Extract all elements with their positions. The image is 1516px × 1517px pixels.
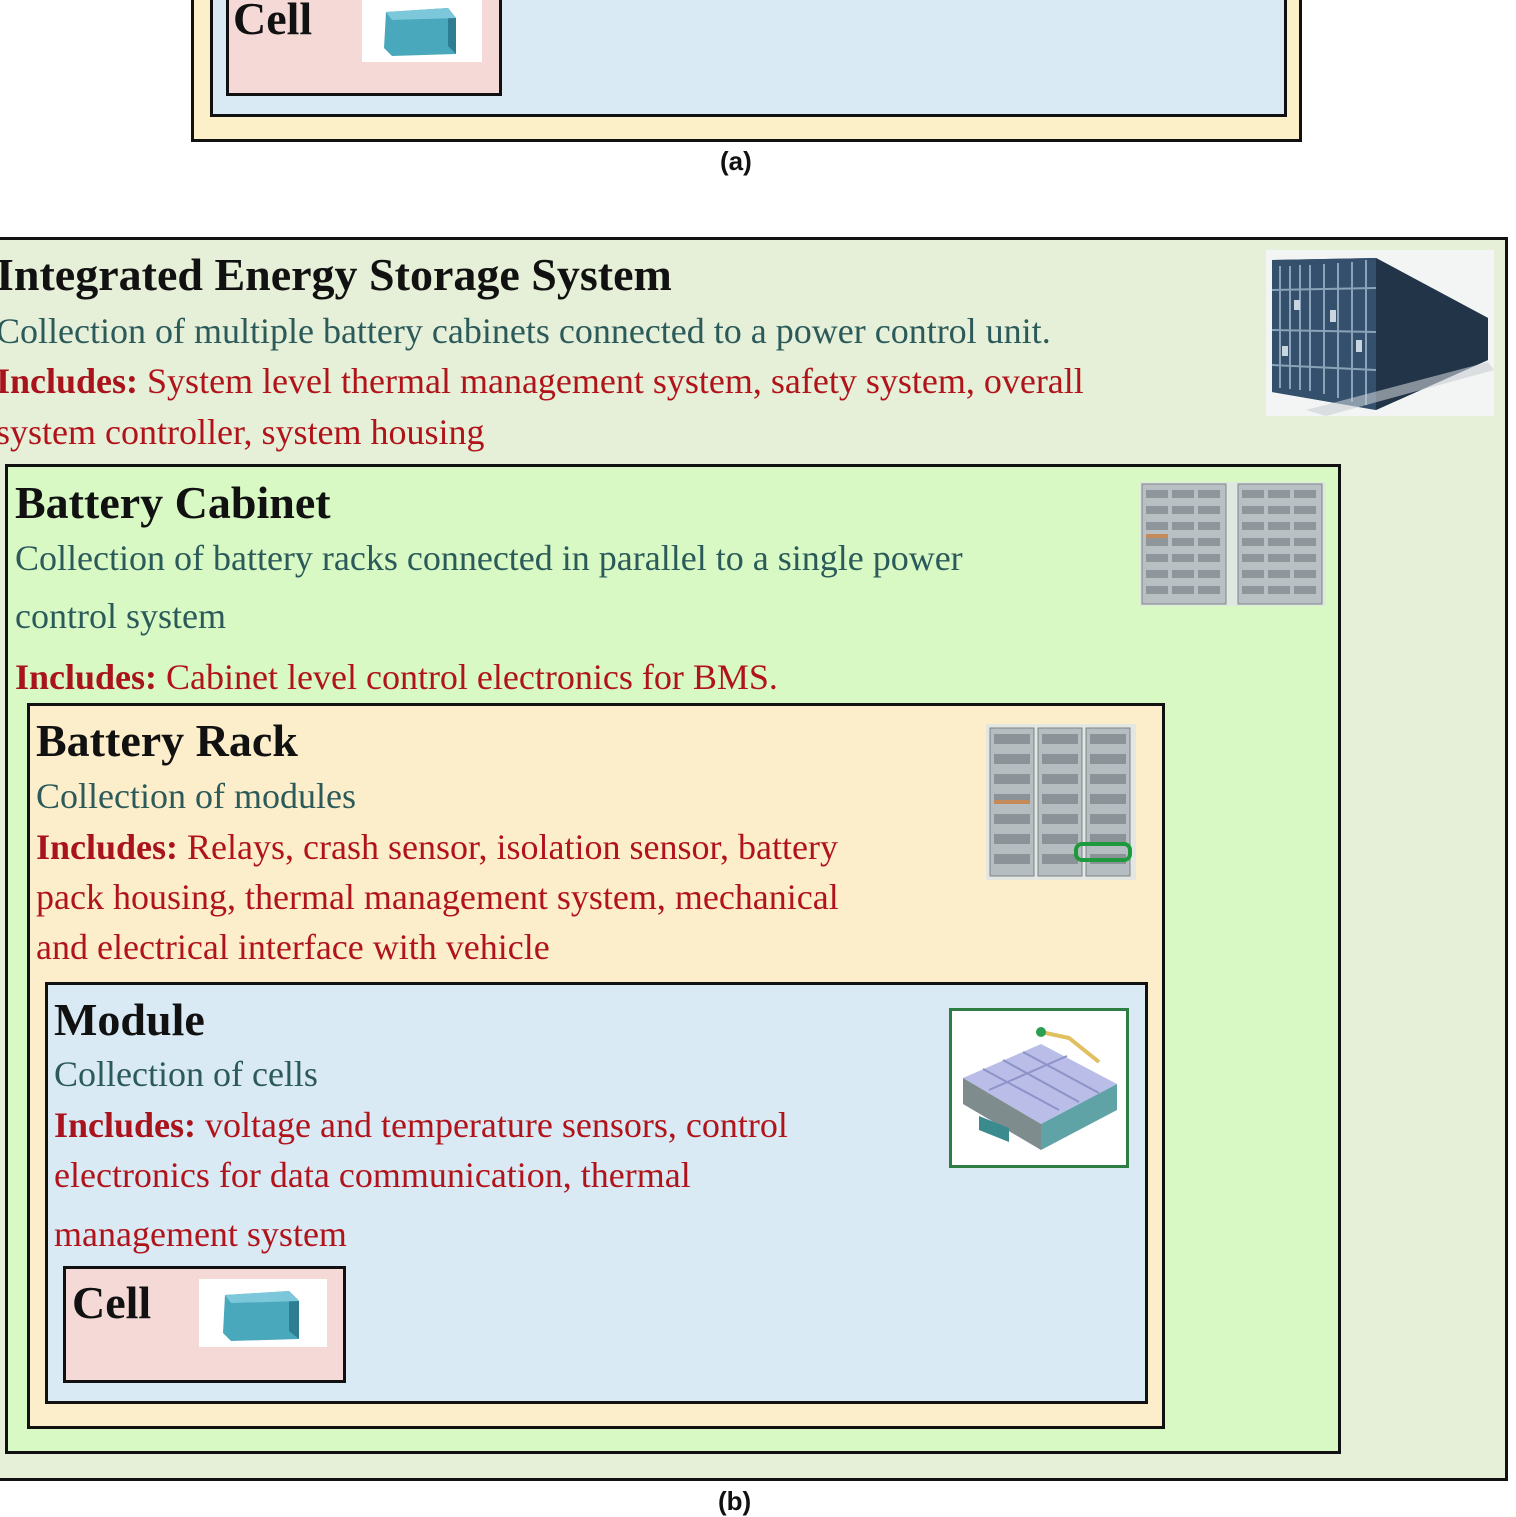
cabinet-includes-line: Includes: Cabinet level control electron… [15, 659, 778, 695]
cell-title: Cell [72, 1277, 152, 1328]
module-description: Collection of cells [54, 1054, 318, 1094]
panel-a-caption: (a) [720, 146, 752, 176]
container-icon [1266, 250, 1494, 416]
system-includes-text1: System level thermal management system, … [147, 361, 1084, 401]
cabinet-title: Battery Cabinet [15, 477, 331, 528]
system-description: Collection of multiple battery cabinets … [0, 311, 1051, 351]
module-includes-line2: electronics for data communication, ther… [54, 1155, 691, 1195]
rack-includes-line1: Includes: Relays, crash sensor, isolatio… [36, 829, 838, 865]
battery-rack-icon [986, 724, 1136, 880]
rack-includes-line2: pack housing, thermal management system,… [36, 877, 839, 917]
cabinet-includes-label: Includes: [15, 657, 158, 697]
cabinet-description-line2: control system [15, 596, 226, 636]
module-title: Module [54, 994, 205, 1045]
system-includes-label: Includes: [0, 361, 139, 401]
system-includes-line2: system controller, system housing [0, 412, 485, 452]
system-includes-line1: Includes: System level thermal managemen… [0, 363, 1084, 399]
system-title: Integrated Energy Storage System [0, 249, 672, 300]
module-includes-label: Includes: [54, 1105, 197, 1145]
battery-module-icon [949, 1008, 1129, 1168]
cabinet-description-line1: Collection of battery racks connected in… [15, 538, 963, 578]
rack-description: Collection of modules [36, 776, 356, 816]
rack-includes-text1: Relays, crash sensor, isolation sensor, … [187, 827, 839, 867]
panel-a-cell-title: Cell [233, 0, 313, 44]
module-includes-line3: management system [54, 1214, 347, 1254]
module-includes-line1: Includes: voltage and temperature sensor… [54, 1107, 788, 1143]
battery-cell-icon [199, 1279, 327, 1347]
battery-cell-icon [362, 0, 482, 62]
panel-b-caption: (b) [718, 1486, 752, 1516]
cabinet-includes-text: Cabinet level control electronics for BM… [166, 657, 778, 697]
rack-includes-line3: and electrical interface with vehicle [36, 927, 550, 967]
battery-racks-icon [1140, 482, 1326, 606]
module-includes-text1: voltage and temperature sensors, control [205, 1105, 788, 1145]
rack-title: Battery Rack [36, 715, 298, 766]
rack-includes-label: Includes: [36, 827, 179, 867]
